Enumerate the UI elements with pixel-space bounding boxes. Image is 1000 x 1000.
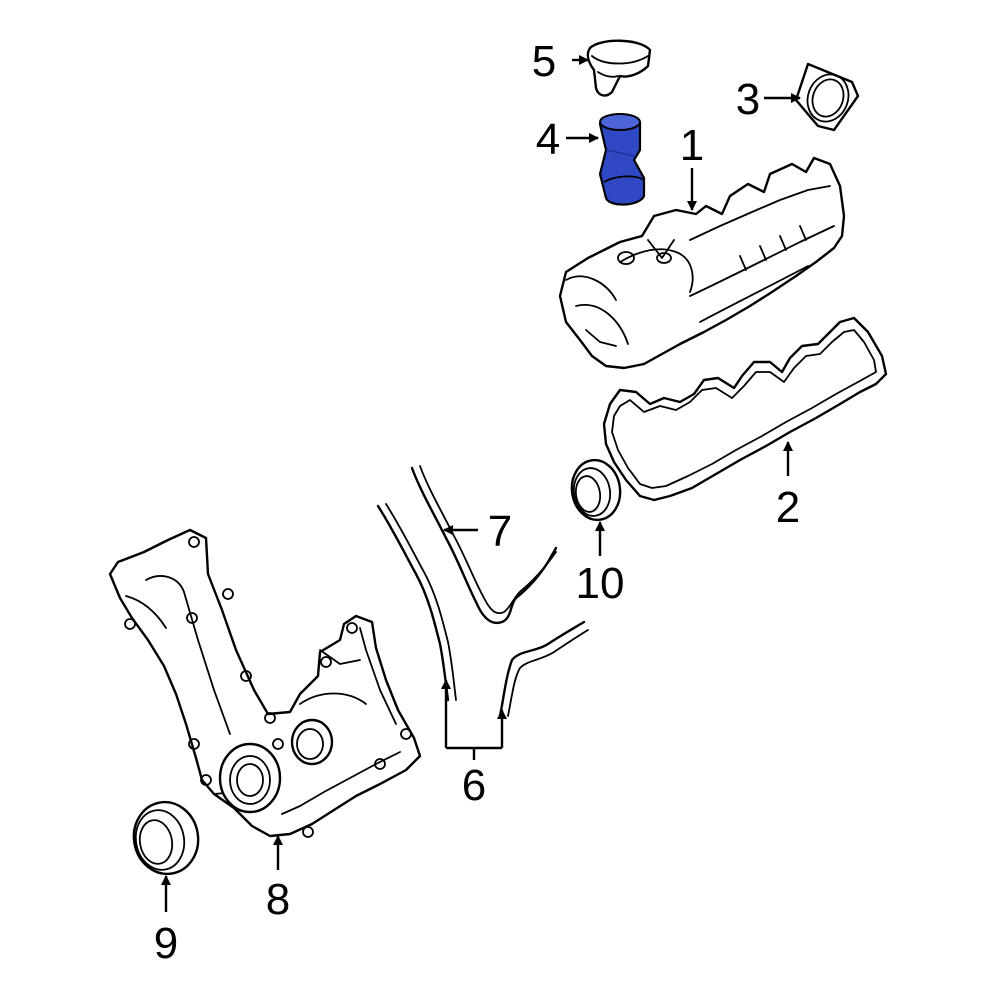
part-9-seal[interactable] (128, 797, 204, 879)
callout-5: 5 (532, 37, 556, 86)
callout-2: 2 (776, 483, 800, 532)
callout-1: 1 (680, 121, 704, 170)
callout-7: 7 (488, 507, 512, 556)
part-6-timing-cover-gasket-set[interactable] (376, 503, 589, 718)
part-8-timing-cover[interactable] (108, 528, 422, 838)
part-5-oil-filler-cap[interactable] (586, 39, 652, 97)
part-2-valve-cover-gasket[interactable] (602, 316, 888, 502)
part-4-pcv-tube[interactable] (598, 113, 646, 206)
part-1-valve-cover[interactable] (558, 156, 846, 370)
callout-3: 3 (736, 75, 760, 124)
callout-8: 8 (266, 875, 290, 924)
part-7-timing-cover-gasket[interactable] (410, 465, 558, 625)
part-3-seal[interactable] (794, 62, 860, 132)
callout-labels: 5 3 4 1 2 7 10 6 8 9 (154, 37, 800, 968)
part-10-seal[interactable] (568, 457, 624, 523)
cover-bolt-bosses (124, 536, 412, 838)
leader-lines (161, 55, 801, 912)
callout-6: 6 (462, 761, 486, 810)
callout-10: 10 (576, 559, 625, 608)
callout-4: 4 (536, 115, 560, 164)
callout-9: 9 (154, 919, 178, 968)
